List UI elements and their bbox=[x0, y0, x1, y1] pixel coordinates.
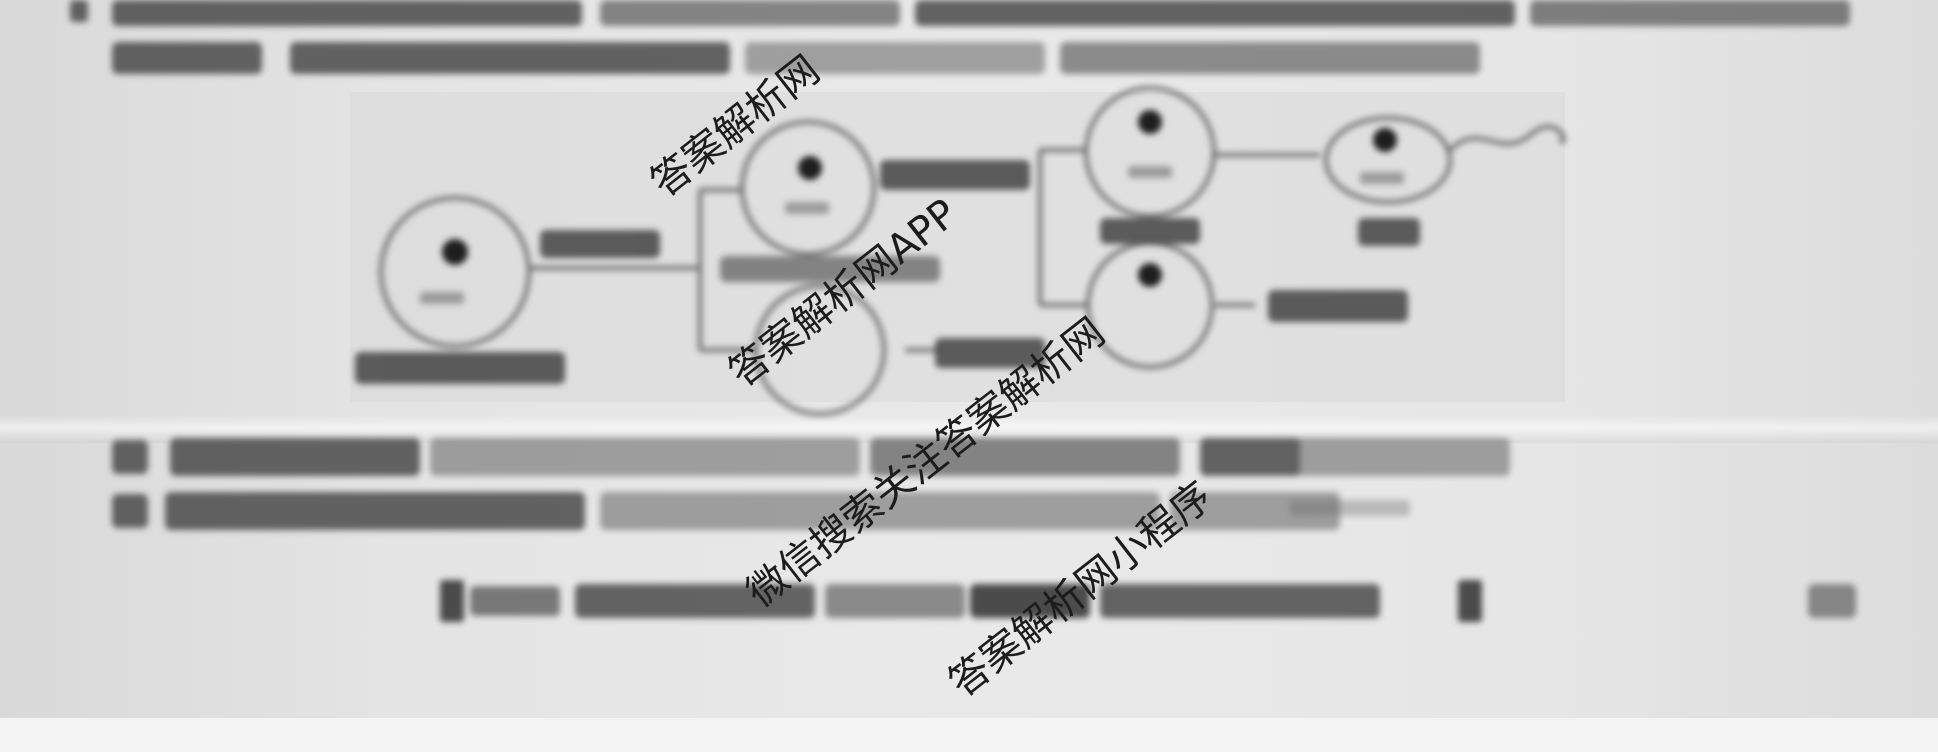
spermatid-top bbox=[1084, 86, 1216, 218]
secondary-cell-top bbox=[740, 120, 876, 256]
bottom-margin bbox=[0, 718, 1938, 752]
sperm-head bbox=[1324, 116, 1452, 204]
mother-cell bbox=[379, 196, 531, 348]
sperm-tail bbox=[1448, 124, 1566, 152]
